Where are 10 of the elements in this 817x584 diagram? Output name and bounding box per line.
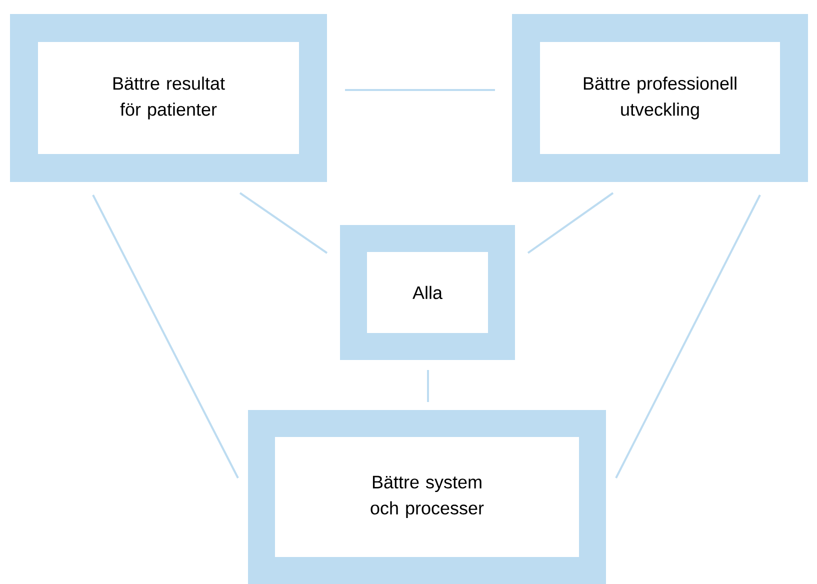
connector-line — [615, 194, 761, 478]
connector-line — [527, 192, 614, 254]
box: Bättre professionell utveckling — [512, 14, 808, 182]
connector-line — [427, 370, 429, 402]
box: Bättre resultat för patienter — [10, 14, 327, 182]
connector-line — [92, 194, 239, 478]
connector-line — [239, 192, 328, 254]
connector-line — [345, 89, 495, 91]
box: Bättre system och processer — [248, 410, 606, 584]
box: Alla — [340, 225, 515, 360]
